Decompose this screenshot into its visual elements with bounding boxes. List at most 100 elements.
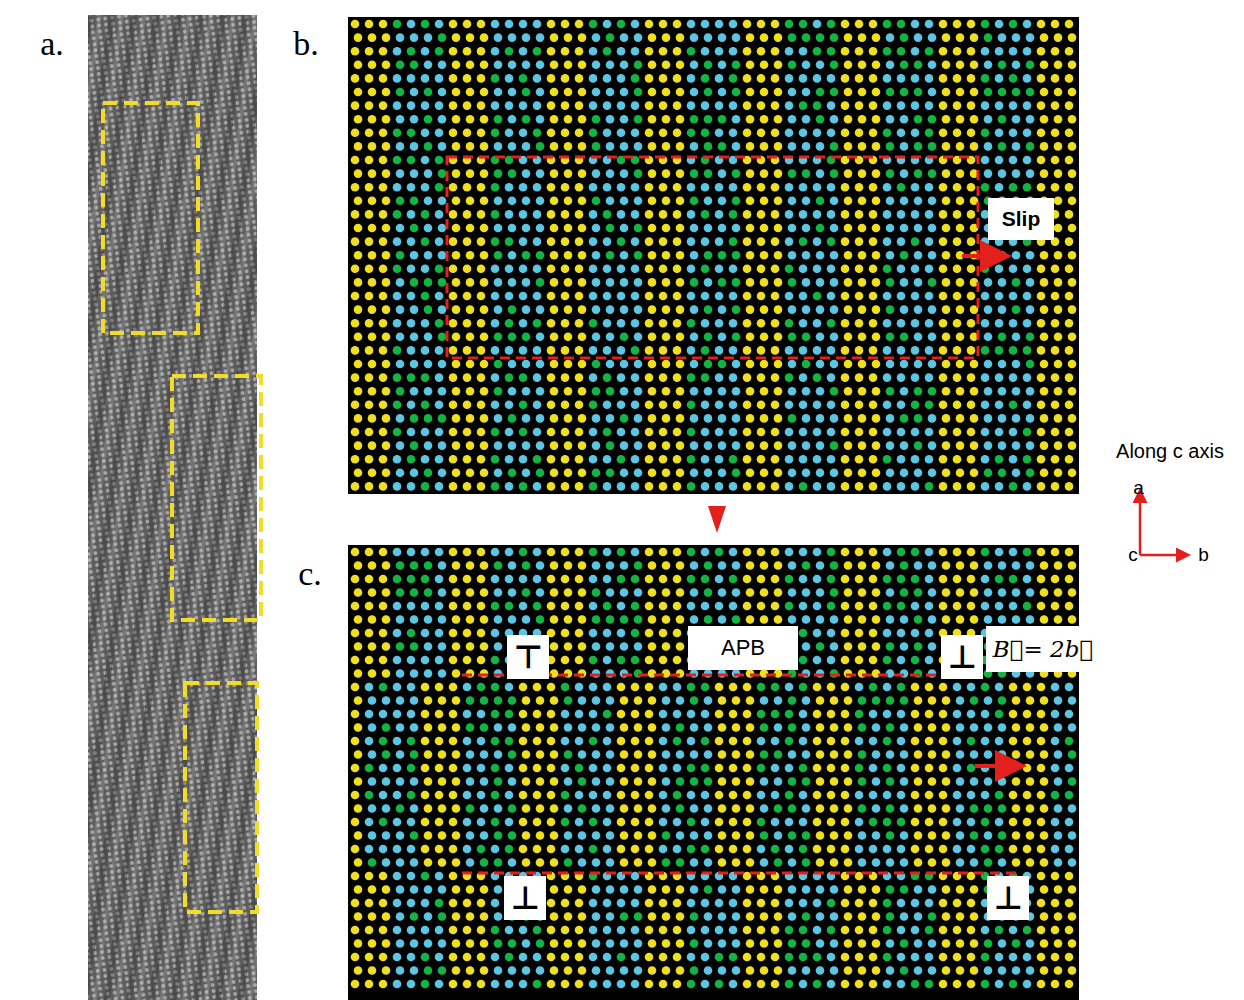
atom [617,129,626,138]
atom [1054,469,1063,478]
atom [1068,333,1077,342]
atom [449,101,458,110]
atom [396,561,405,570]
atom [869,319,878,328]
atom [589,47,598,56]
atom [956,224,965,233]
atom [368,305,377,314]
atom [575,319,584,328]
atom [438,142,447,151]
atom [508,197,517,206]
atom [788,387,797,396]
atom [802,169,811,178]
atom [393,47,402,56]
atom [354,224,363,233]
atom [631,428,640,437]
atom [1051,455,1060,464]
atom [813,101,822,110]
atom [463,346,472,355]
atom [634,333,643,342]
atom [631,101,640,110]
atom [365,210,374,219]
atom [673,373,682,382]
atom [589,74,598,83]
atom [1051,47,1060,56]
atom [592,387,601,396]
atom [522,469,531,478]
atom [914,305,923,314]
atom [592,333,601,342]
atom [925,401,934,410]
atom [1065,129,1074,138]
atom [522,441,531,450]
atom [942,33,951,42]
atom [746,278,755,287]
atom [858,441,867,450]
atom [802,333,811,342]
atom [575,210,584,219]
atom [743,428,752,437]
atom [631,548,640,557]
atom [491,401,500,410]
atom [603,183,612,192]
atom [365,265,374,274]
atom [1068,115,1077,124]
atom [1026,387,1035,396]
atom [536,333,545,342]
atom [715,129,724,138]
atom [802,142,811,151]
atom [505,237,514,246]
atom [424,469,433,478]
atom [998,278,1007,287]
atom [452,588,461,597]
atom [872,88,881,97]
atom [505,373,514,382]
atom [673,129,682,138]
atom [953,183,962,192]
atom [995,482,1004,491]
atom [368,278,377,287]
atom [368,142,377,151]
atom [925,455,934,464]
atom [606,305,615,314]
atom [939,101,948,110]
atom [564,33,573,42]
atom [494,33,503,42]
atom [463,210,472,219]
atom [855,428,864,437]
atom [900,305,909,314]
atom [715,101,724,110]
atom [1023,575,1032,584]
atom [407,575,416,584]
atom [505,265,514,274]
atom [365,319,374,328]
atom [844,224,853,233]
atom [396,278,405,287]
atom [589,265,598,274]
atom [645,129,654,138]
atom [368,197,377,206]
atom [1051,319,1060,328]
atom [687,101,696,110]
atom [407,129,416,138]
atom [351,455,360,464]
atom [522,387,531,396]
atom [617,548,626,557]
atom [799,101,808,110]
atom [813,183,822,192]
atom [690,360,699,369]
atom [379,20,388,29]
atom [536,251,545,260]
atom [998,88,1007,97]
atom [522,414,531,423]
atom [533,210,542,219]
atom [1068,360,1077,369]
atom [802,305,811,314]
atom [984,387,993,396]
atom [858,169,867,178]
atom [452,169,461,178]
atom [732,88,741,97]
atom [841,129,850,138]
atom [967,548,976,557]
